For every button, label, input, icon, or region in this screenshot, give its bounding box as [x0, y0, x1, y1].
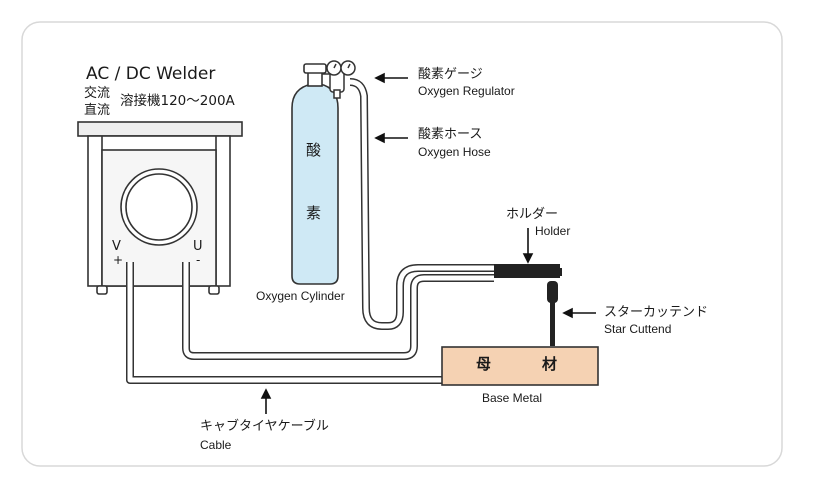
cable-paths — [126, 78, 494, 384]
oxygen-cylinder — [291, 63, 339, 285]
terminal-u-label: U — [193, 239, 203, 254]
cuttend-rod — [550, 300, 555, 346]
regulator-label-en: Oxygen Regulator — [418, 84, 515, 98]
terminal-v-sign: + — [113, 253, 124, 267]
oxygen-regulator — [322, 60, 356, 99]
welder-spec-jp: 溶接機120～200A — [120, 93, 235, 109]
hose-label-jp: 酸素ホース — [418, 127, 483, 142]
terminal-u-sign: - — [196, 253, 201, 267]
cylinder-body — [291, 83, 339, 285]
base-metal-char-left: 母 — [476, 355, 492, 373]
cable-label-en: Cable — [200, 438, 232, 452]
cable-label-jp: キャブタイヤケーブル — [200, 419, 329, 434]
terminal-v-label: V — [112, 239, 121, 254]
welder-title: AC / DC Welder — [86, 64, 216, 84]
cuttend-tip — [547, 281, 558, 303]
label-arrows — [260, 72, 596, 414]
welder-ac-jp: 交流 — [84, 86, 111, 101]
holder-label-jp: ホルダー — [506, 207, 559, 222]
cylinder-neck — [307, 71, 323, 87]
welder-dc-jp: 直流 — [84, 103, 111, 118]
hose-label-en: Oxygen Hose — [418, 145, 491, 159]
holder-handle — [494, 264, 560, 278]
cuttend-label-jp: スターカッテンド — [604, 305, 709, 320]
cylinder-char-bottom: 素 — [306, 204, 322, 222]
holder-label-en: Holder — [535, 224, 571, 238]
welder-foot-right — [208, 285, 220, 295]
cylinder-label: Oxygen Cylinder — [256, 289, 345, 303]
welder-foot-left — [96, 285, 108, 295]
star-cuttend — [547, 281, 558, 346]
base-metal-label: Base Metal — [482, 391, 543, 405]
welder-machine — [77, 121, 243, 295]
base-metal-char-right: 材 — [542, 355, 558, 373]
base-metal-block — [441, 346, 599, 386]
cuttend-label-en: Star Cuttend — [604, 322, 672, 336]
regulator-label-jp: 酸素ゲージ — [418, 67, 483, 82]
holder — [494, 264, 562, 278]
welder-top-plate — [77, 121, 243, 137]
cylinder-char-top: 酸 — [306, 141, 322, 159]
